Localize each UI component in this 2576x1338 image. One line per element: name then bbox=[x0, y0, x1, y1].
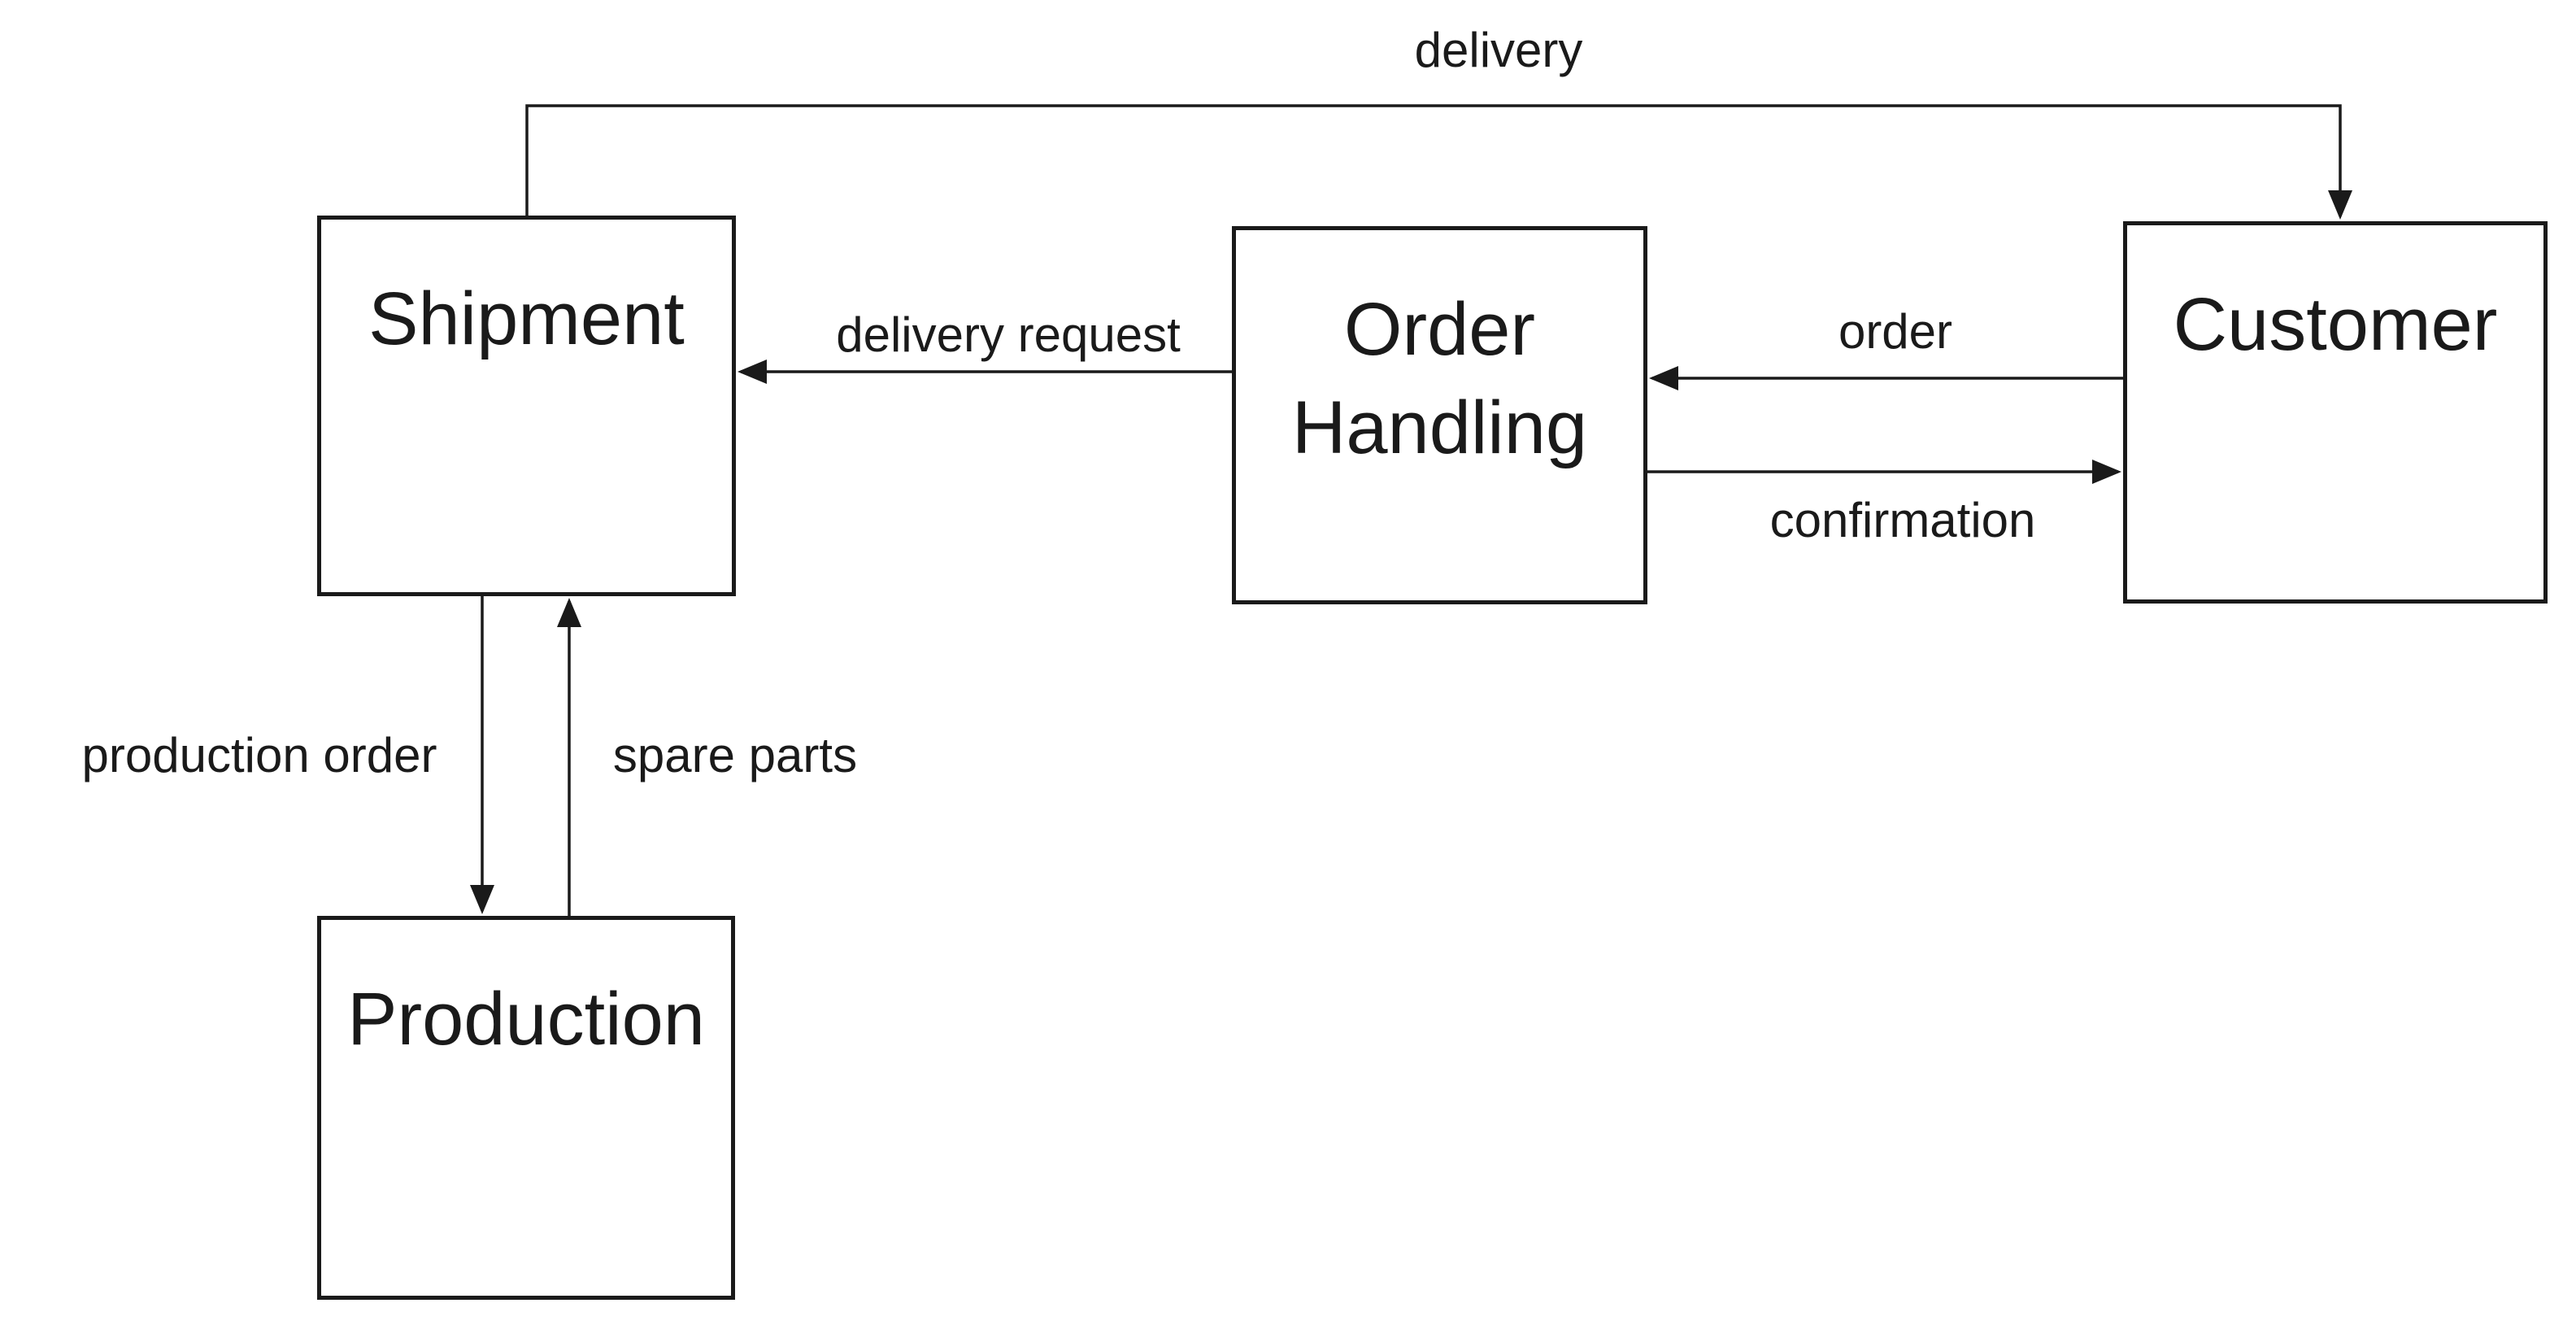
edge-delivery-line bbox=[525, 104, 2352, 220]
node-order-handling-label: Order Handling bbox=[1291, 288, 1588, 470]
node-customer: Customer bbox=[2123, 221, 2548, 604]
node-shipment: Shipment bbox=[317, 216, 736, 596]
node-production: Production bbox=[317, 916, 735, 1300]
node-customer-label: Customer bbox=[2173, 283, 2498, 366]
node-shipment-label: Shipment bbox=[368, 277, 685, 360]
edge-production-order-label: production order bbox=[81, 728, 437, 782]
edge-delivery-label: delivery bbox=[1414, 23, 1583, 77]
edge-confirmation-label: confirmation bbox=[1769, 493, 2036, 547]
edge-spare-parts-label: spare parts bbox=[612, 728, 858, 782]
edge-order-label: order bbox=[1838, 304, 1953, 359]
edge-delivery-request-label: delivery request bbox=[836, 307, 1181, 362]
node-production-label: Production bbox=[347, 978, 705, 1061]
node-order-handling: Order Handling bbox=[1232, 226, 1647, 604]
